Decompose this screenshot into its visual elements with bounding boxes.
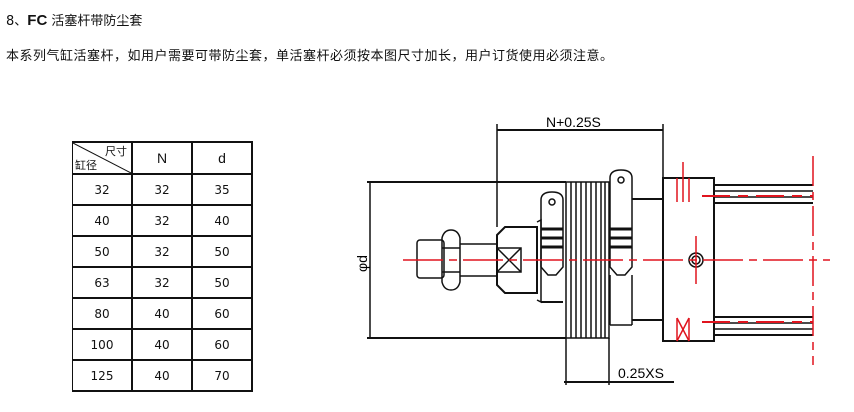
- d-cell: 50: [191, 266, 253, 299]
- corner-bottom-label: 缸径: [75, 160, 97, 172]
- section-heading-text: 活塞杆带防尘套: [51, 14, 143, 29]
- bore-cell: 125: [72, 359, 133, 392]
- bore-cell: 32: [72, 173, 133, 206]
- dim-left-label: φd: [354, 255, 370, 272]
- bore-cell: 40: [72, 204, 133, 237]
- bore-cell: 50: [72, 235, 133, 268]
- n-cell: 32: [131, 204, 193, 237]
- section-code: FC: [27, 12, 48, 29]
- dim-top-label: N+0.25S: [546, 114, 601, 130]
- header-d: d: [191, 141, 253, 175]
- n-cell: 32: [131, 235, 193, 268]
- diagonal-divider: [73, 143, 131, 173]
- drawing-outline: [367, 124, 813, 385]
- d-cell: 70: [191, 359, 253, 392]
- description: 本系列气缸活塞杆，如用户需要可带防尘套，单活塞杆必须按本图尺寸加长，用户订货使用…: [6, 49, 614, 64]
- n-cell: 40: [131, 359, 193, 392]
- center-lines: [403, 156, 830, 365]
- d-cell: 60: [191, 328, 253, 361]
- bore-cell: 100: [72, 328, 133, 361]
- d-cell: 35: [191, 173, 253, 206]
- bore-cell: 80: [72, 297, 133, 330]
- dim-bottom-label: 0.25XS: [618, 365, 664, 381]
- header-n: N: [131, 141, 193, 175]
- section-title: 8、FC 活塞杆带防尘套: [6, 10, 142, 29]
- n-cell: 40: [131, 297, 193, 330]
- d-cell: 40: [191, 204, 253, 237]
- table-header-row: 尺寸 缸径 N d: [72, 141, 253, 175]
- n-cell: 40: [131, 328, 193, 361]
- d-cell: 50: [191, 235, 253, 268]
- d-cell: 60: [191, 297, 253, 330]
- corner-header-cell: 尺寸 缸径: [72, 141, 133, 175]
- section-number: 8、: [6, 14, 28, 29]
- bore-cell: 63: [72, 266, 133, 299]
- n-cell: 32: [131, 173, 193, 206]
- corner-top-label: 尺寸: [105, 146, 127, 158]
- n-cell: 32: [131, 266, 193, 299]
